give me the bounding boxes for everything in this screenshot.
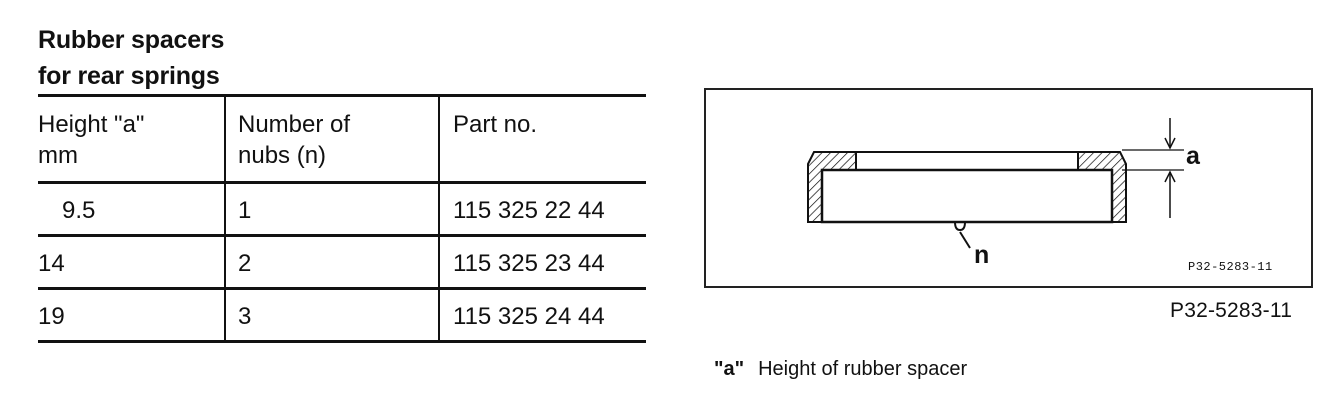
title-line-2: for rear springs	[38, 62, 220, 90]
section-title: Rubber spacers for rear springs	[38, 22, 224, 94]
cell-height: 19	[38, 303, 65, 330]
title-line-1: Rubber spacers	[38, 26, 225, 54]
header-part-line1: Part no.	[453, 111, 538, 138]
nub-leader	[959, 231, 971, 249]
header-nubs: Number of nubs (n)	[224, 94, 439, 184]
spacer-body	[820, 168, 1114, 224]
cell-nubs: 2	[238, 250, 252, 277]
cell-nubs: 3	[238, 303, 252, 330]
header-nubs-line1: Number of	[238, 111, 351, 138]
figure-code: P32-5283-11	[1170, 299, 1293, 322]
figure-inner-code: P32-5283-11	[1188, 260, 1273, 274]
table-header-row: Height "a" mm Number of nubs (n) Part no…	[38, 94, 646, 184]
legend-text: Height of rubber spacer	[758, 358, 968, 380]
nub-marker	[954, 221, 966, 232]
header-height-line1: Height "a"	[38, 111, 145, 138]
nub-label-n: n	[974, 241, 990, 269]
cell-part-no: 115 325 22 44	[453, 197, 605, 224]
cell-height: 14	[38, 250, 65, 277]
cell-part-no: 115 325 23 44	[453, 250, 605, 277]
cell-nubs: 1	[238, 197, 252, 224]
legend-key: "a"	[714, 358, 745, 380]
spacer-cap-left	[807, 151, 857, 223]
header-part: Part no.	[438, 94, 646, 184]
cell-height: 9.5	[62, 197, 96, 224]
legend: "a" Height of rubber spacer	[714, 358, 967, 381]
spacer-cap-right	[1077, 151, 1127, 223]
header-height-line2: mm	[38, 142, 78, 169]
spacer-diagram: a n P32-5283-11	[704, 88, 1313, 288]
dimension-label-a: a	[1186, 142, 1200, 170]
spacer-top-strip	[855, 151, 1079, 171]
dim-arrow-top-head	[1164, 137, 1176, 150]
cell-part-no: 115 325 24 44	[453, 303, 605, 330]
dim-arrow-bottom-head	[1164, 170, 1176, 183]
table-row: 9.5 1 115 325 22 44	[38, 182, 646, 237]
table-row: 14 2 115 325 23 44	[38, 235, 646, 290]
spacer-cross-section	[807, 118, 1184, 249]
header-nubs-line2: nubs (n)	[238, 142, 327, 169]
table-row: 19 3 115 325 24 44	[38, 288, 646, 343]
spacer-table: Height "a" mm Number of nubs (n) Part no…	[38, 94, 646, 343]
header-height: Height "a" mm	[38, 94, 225, 184]
